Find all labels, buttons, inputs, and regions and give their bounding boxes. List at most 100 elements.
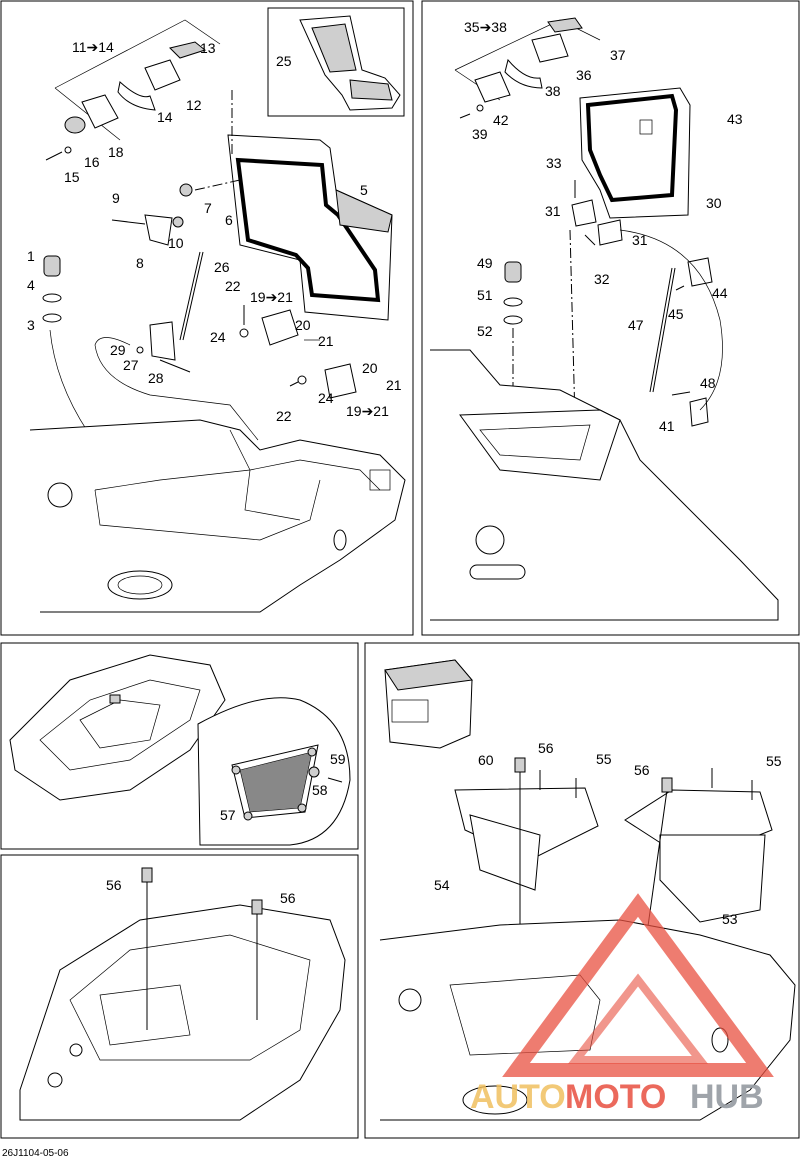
bracket-44: [687, 257, 713, 287]
cooler-lid: [384, 659, 473, 691]
net-fastener: [307, 747, 317, 757]
callout-35-38: 35➔38: [464, 19, 507, 35]
bow-fasteners-drawing: [19, 867, 346, 1121]
net-fastener: [231, 765, 241, 775]
bow-fasteners-panel: [0, 854, 359, 1139]
deck-line: [229, 429, 301, 521]
spring-38: [504, 58, 543, 89]
callout-19-21-upper: 19➔21: [250, 289, 293, 305]
screw-32: [584, 234, 596, 246]
callout-39: 39: [472, 126, 488, 142]
callout-3: 3: [27, 317, 35, 333]
glovebox-labels: 30 31 31 32 33 35➔38 36 37 38 39 41 42 4…: [464, 19, 743, 434]
screw-22b: [289, 381, 299, 387]
callout-4: 4: [27, 277, 35, 293]
hinge-kit-bracket: [54, 19, 221, 89]
bow-locker: [99, 984, 191, 1046]
diagram-code: 26J1104-05-06: [2, 1148, 69, 1159]
callout-20-lower: 20: [362, 360, 378, 376]
hinge-18: [81, 94, 119, 129]
callout-1: 1: [27, 248, 35, 264]
bracket-27: [149, 321, 176, 361]
deck-hatch: [462, 1085, 528, 1115]
callout-33: 33: [546, 155, 562, 171]
washer-24: [239, 328, 249, 338]
gas-strut: [179, 251, 201, 341]
callout-56-right: 56: [280, 890, 296, 906]
bracket-8: [144, 214, 173, 246]
gas-strut-47: [649, 267, 673, 393]
deck-cupholder: [47, 482, 73, 508]
hinge-31-right: [597, 219, 623, 246]
hinge-12: [144, 59, 181, 91]
cooler-bin-panel: [364, 642, 800, 1139]
callout-7: 7: [204, 200, 212, 216]
callout-59: 59: [330, 751, 346, 767]
bumper-1: [43, 255, 61, 277]
callout-43: 43: [727, 111, 743, 127]
hinge-20-upper: [261, 309, 299, 346]
callout-56-center: 56: [538, 740, 554, 756]
boat-marker: [109, 694, 121, 704]
watermark-text-hub: HUB: [690, 1078, 764, 1116]
watermark-text-moto: MOTO: [565, 1078, 666, 1116]
screw-45: [675, 285, 685, 291]
callout-37: 37: [610, 47, 626, 63]
deck-cleat: [369, 469, 391, 491]
net-labels: 57 58 59: [220, 751, 346, 823]
washer-29: [136, 346, 144, 354]
callout-6: 6: [225, 212, 233, 228]
callout-48: 48: [700, 375, 716, 391]
bin-54-rim: [454, 787, 599, 861]
callout-53: 53: [722, 911, 738, 927]
screw-56c: [514, 757, 526, 773]
callout-22-upper: 22: [225, 278, 241, 294]
deck-cupholder: [398, 988, 422, 1012]
callout-26: 26: [214, 259, 230, 275]
boat-cockpit: [39, 679, 201, 771]
lid-seal: [235, 157, 381, 303]
bow-labels: 56 56: [106, 877, 296, 906]
bow-hull: [19, 904, 346, 1121]
bin-54: [469, 814, 541, 891]
lid-latch: [639, 119, 653, 135]
screw-15: [45, 151, 63, 161]
callout-21-upper: 21: [318, 333, 334, 349]
callout-57: 57: [220, 807, 236, 823]
glovebox-well: [479, 424, 591, 461]
console-cupholder: [475, 525, 505, 555]
inset-hinge: [349, 79, 393, 101]
net-panel: [0, 642, 359, 850]
callout-25: 25: [276, 53, 292, 69]
glovebox-seal: [585, 93, 679, 203]
net-fastener: [297, 803, 307, 813]
bumper-49: [504, 261, 522, 283]
deck-line: [94, 459, 381, 491]
nut-7: [179, 183, 193, 197]
washer-24b: [297, 375, 307, 385]
deck-storage-well: [449, 974, 601, 1056]
hinge-base: [64, 116, 86, 134]
screw-39: [459, 113, 471, 119]
net-drawing: [9, 654, 351, 846]
washer-3: [42, 313, 62, 323]
hinge-37: [547, 17, 583, 33]
callout-24-lower: 24: [318, 390, 334, 406]
watermark-logo: [502, 893, 774, 1077]
nut-58: [308, 766, 320, 778]
axis-line: [194, 179, 241, 191]
callout-24-upper: 24: [210, 329, 226, 345]
callout-10: 10: [168, 235, 184, 251]
callout-22-lower: 22: [276, 408, 292, 424]
washer-42: [476, 104, 484, 112]
callout-28: 28: [148, 370, 164, 386]
callout-18: 18: [108, 144, 124, 160]
deck-hatch-inner: [117, 575, 163, 595]
callout-12: 12: [186, 97, 202, 113]
screw-56-left: [141, 867, 153, 883]
bow-cleat: [47, 1072, 63, 1088]
assembly-line: [94, 337, 259, 441]
hinge-31-left: [571, 199, 597, 227]
cooler-bin-labels: 53 54 55 55 56 56 60: [434, 740, 782, 927]
